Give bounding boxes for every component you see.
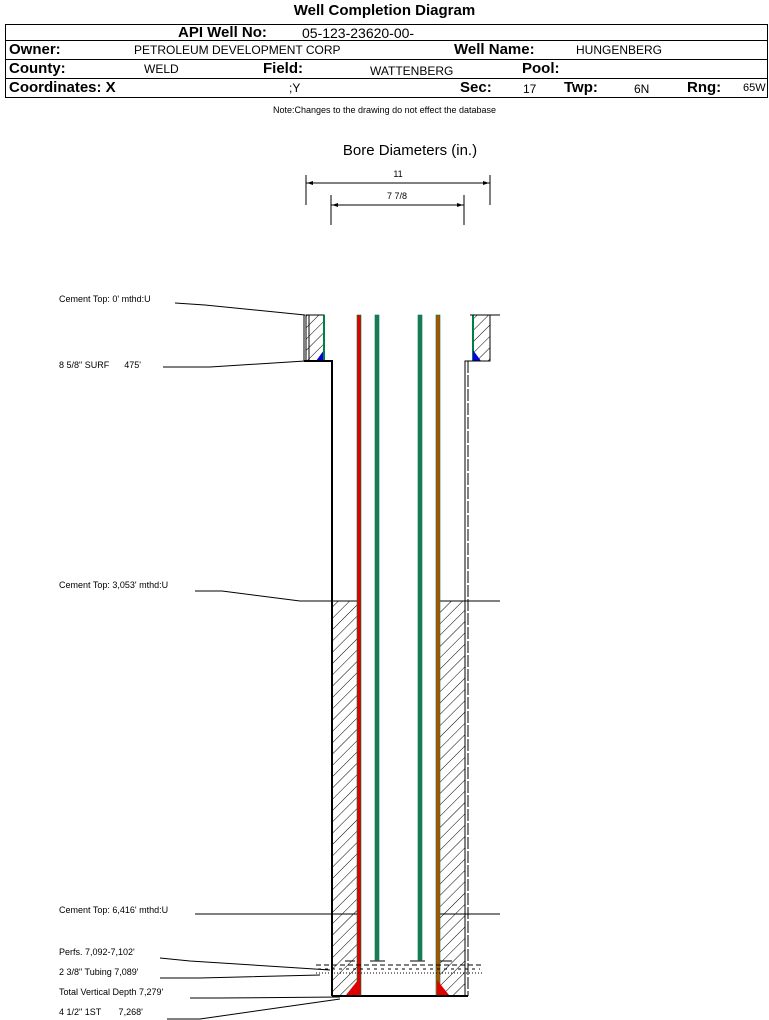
pool-label: Pool: <box>522 60 560 77</box>
annotation-cement-top-0: Cement Top: 0' mthd:U <box>59 294 151 304</box>
twp-label: Twp: <box>564 79 598 96</box>
hole-wall-right <box>464 360 490 996</box>
api-label: API Well No: <box>178 24 267 41</box>
bore-title: Bore Diameters (in.) <box>343 142 477 159</box>
perforations <box>316 960 482 974</box>
leader-lines <box>159 302 341 1020</box>
rng-value: 65W <box>743 82 766 94</box>
annotation-tubing: 2 3/8" Tubing 7,089' <box>59 967 139 977</box>
tubing-left <box>374 314 380 961</box>
rng-label: Rng: <box>687 79 722 96</box>
prod-casing-left <box>356 314 362 996</box>
diagram-title: Well Completion Diagram <box>293 2 476 19</box>
annotation-surface-casing: 8 5/8" SURF 475' <box>59 360 141 370</box>
coords-y: ;Y <box>289 81 301 95</box>
api-value: 05-123-23620-00- <box>302 25 415 41</box>
county-value: WELD <box>144 62 179 76</box>
well-name-label: Well Name: <box>454 41 535 58</box>
well-header-table: API Well No: 05-123-23620-00- Owner: PET… <box>5 24 768 98</box>
annotation-production-casing: 4 1/2" 1ST 7,268' <box>59 1007 143 1017</box>
prod-cement-left <box>333 601 358 995</box>
county-label: County: <box>9 60 66 77</box>
surface-shoe-left <box>316 350 324 361</box>
header-row-county: County: WELD Field: WATTENBERG Pool: <box>6 60 767 79</box>
surface-cement-left <box>303 314 325 362</box>
inner-diameter-label: 7 7/8 <box>387 191 407 201</box>
outer-dimension: 11 <box>305 169 491 205</box>
surface-shoe-right <box>473 350 481 361</box>
tubing-right <box>417 314 423 961</box>
annotation-perfs: Perfs. 7,092-7,102' <box>59 947 135 957</box>
surface-cement-right <box>470 314 500 362</box>
inner-dimension: 7 7/8 <box>330 191 465 225</box>
annotation-tvd: Total Vertical Depth 7,279' <box>59 987 164 997</box>
twp-value: 6N <box>634 82 650 96</box>
prod-shoe-left <box>346 980 358 995</box>
field-value: WATTENBERG <box>370 64 454 78</box>
note-text: Note:Changes to the drawing do not effec… <box>273 105 496 115</box>
sec-value: 17 <box>523 82 537 96</box>
header-row-coords: Coordinates: X ;Y Sec: 17 Twp: 6N Rng: 6… <box>6 79 767 98</box>
annotation-cement-top-3053: Cement Top: 3,053' mthd:U <box>59 580 168 590</box>
header-row-api: API Well No: 05-123-23620-00- <box>6 24 767 41</box>
sec-label: Sec: <box>460 79 492 96</box>
hole-wall-left <box>304 360 333 996</box>
outer-diameter-label: 11 <box>393 169 402 179</box>
owner-label: Owner: <box>9 41 61 58</box>
header-row-owner: Owner: PETROLEUM DEVELOPMENT CORP Well N… <box>6 41 767 60</box>
well-name-value: HUNGENBERG <box>576 43 663 57</box>
prod-casing-right <box>435 314 441 996</box>
prod-cement-right <box>439 601 465 995</box>
coords-label: Coordinates: X <box>9 79 116 96</box>
field-label: Field: <box>263 60 303 77</box>
annotation-cement-top-6416: Cement Top: 6,416' mthd:U <box>59 905 168 915</box>
owner-value: PETROLEUM DEVELOPMENT CORP <box>134 43 341 57</box>
prod-shoe-right <box>437 980 449 995</box>
